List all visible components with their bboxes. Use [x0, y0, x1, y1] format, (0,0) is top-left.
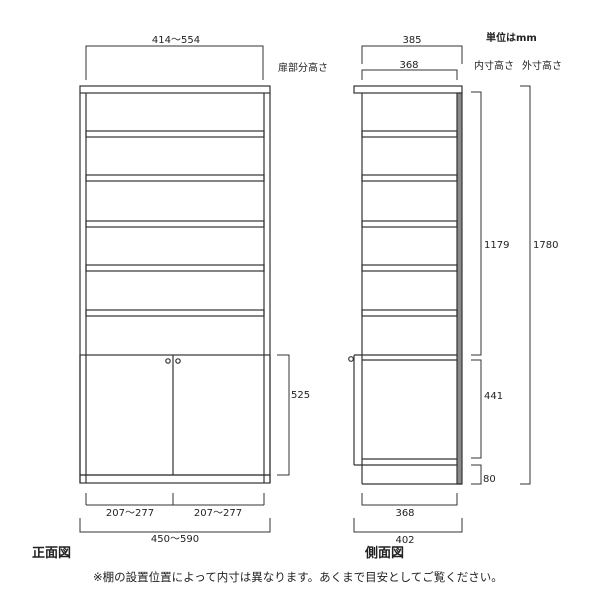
front-view-title: 正面図: [32, 546, 72, 561]
footnote: ※棚の設置位置によって内寸は異なります。あくまで目安としてご覧ください。: [93, 570, 503, 584]
shelf: [85, 309, 265, 317]
door-knob-right: [175, 358, 181, 364]
back-panel: [456, 92, 463, 485]
side-overall-depth-label: 402: [395, 535, 415, 546]
front-top-width-label: 414〜554: [151, 35, 201, 46]
side-inner-depth-bottom-label: 368: [395, 508, 415, 519]
shelf: [85, 220, 265, 228]
shelf: [361, 130, 458, 138]
door-section: [79, 354, 271, 476]
base-height-value: 80: [483, 474, 496, 485]
shelf: [361, 220, 458, 228]
shelf: [361, 309, 458, 317]
side-view-cabinet: [348, 85, 463, 485]
side-inner-depth-top-label: 368: [399, 60, 419, 71]
front-view-cabinet: [79, 85, 271, 484]
door-width-left-label: 207〜277: [105, 508, 155, 519]
unit-label: 単位はmm: [486, 33, 537, 44]
door-height-value: 525: [291, 390, 311, 401]
lower-inner-height-value: 441: [484, 391, 504, 402]
shelf: [85, 174, 265, 182]
door-knob-left: [165, 358, 171, 364]
door-knob-side: [348, 356, 354, 362]
outer-height-value: 1780: [533, 240, 559, 251]
front-dimensions: [79, 45, 290, 533]
shelf: [361, 174, 458, 182]
shelf: [85, 130, 265, 138]
outer-height-header: 外寸高さ: [522, 61, 562, 72]
door-width-right-label: 207〜277: [193, 508, 243, 519]
shelf: [85, 264, 265, 272]
side-view-title: 側面図: [365, 546, 405, 561]
door-height-header: 扉部分高さ: [278, 63, 328, 74]
side-top-depth-label: 385: [402, 35, 422, 46]
inner-height-header: 内寸高さ: [474, 61, 514, 72]
side-dimensions: [353, 45, 531, 533]
front-overall-width-label: 450〜590: [150, 534, 200, 545]
shelf: [361, 264, 458, 272]
upper-inner-height-value: 1179: [484, 240, 510, 251]
